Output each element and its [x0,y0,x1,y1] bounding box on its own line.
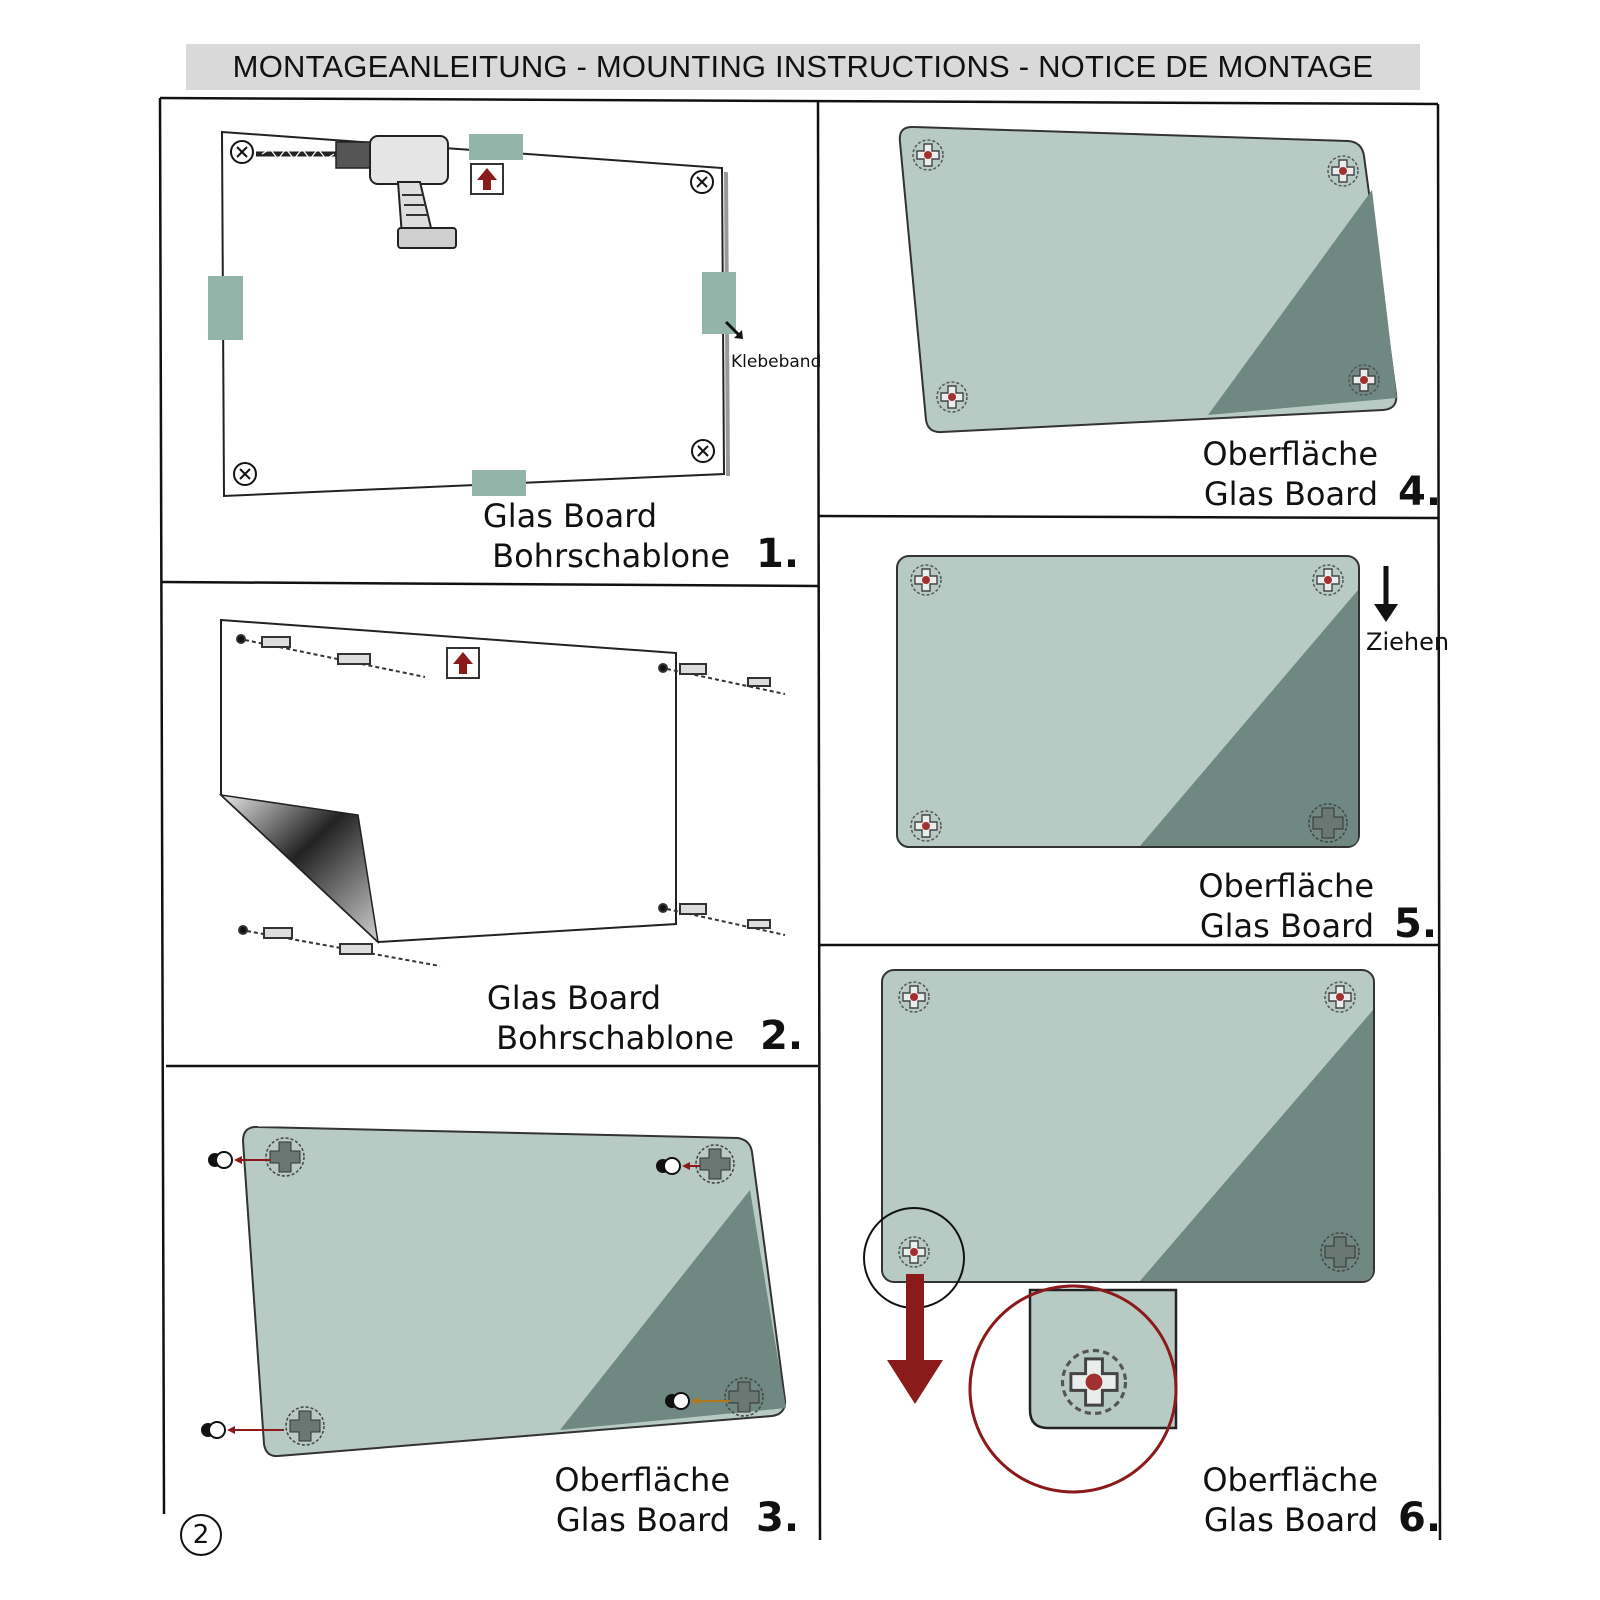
pull-arrow-icon [887,1274,943,1404]
step3-line1: Oberfläche [554,1461,730,1499]
step3-number: 3. [756,1495,800,1541]
step4-line2: Glas Board [1203,475,1378,513]
page-number: 2 [180,1514,222,1556]
step4-line1: Oberfläche [1202,435,1378,473]
step1-annotation: Klebeband [731,352,822,372]
screw-icon [230,140,254,164]
tape-icon [208,276,243,340]
step4-number: 4. [1398,469,1442,515]
step1-line1: Glas Board [482,497,658,535]
step1-number: 1. [756,531,800,577]
peeled-film [218,793,380,945]
screw-pull-arrows [201,1151,730,1439]
magnifier-circle [968,1284,1178,1494]
panel-grid-lines [158,96,1442,1541]
step4-illustration [898,125,1398,434]
pull-arrow-icon [1374,566,1398,622]
step5-line2: Glas Board [1199,907,1374,945]
instructions-title: MONTAGEANLEITUNG - MOUNTING INSTRUCTIONS… [186,44,1420,90]
tape-icon [469,134,523,160]
tape-icon [472,470,526,496]
drill-icon [256,135,457,249]
step2-illustration [218,618,786,967]
up-arrow-icon [470,163,504,195]
step6-line1: Oberfläche [1202,1461,1378,1499]
step2-line1: Glas Board [486,979,662,1017]
step1-illustration [208,130,743,498]
step6-line2: Glas Board [1203,1501,1378,1539]
step5-number: 5. [1394,901,1438,947]
step1-line2: Bohrschablone [492,537,730,575]
step2-number: 2. [760,1013,804,1059]
step5-illustration [896,555,1398,848]
tape-icon [702,272,736,334]
screw-icon [691,439,715,463]
step3-line2: Glas Board [555,1501,730,1539]
step6-illustration [863,969,1375,1494]
step6-number: 6. [1398,1495,1442,1541]
step5-line1: Oberfläche [1198,867,1374,905]
screw-icon [233,462,257,486]
screw-icon [690,170,714,194]
wall-anchor-icon [236,634,786,967]
step2-line2: Bohrschablone [496,1019,734,1057]
step5-annotation: Ziehen [1366,628,1450,656]
up-arrow-icon [446,647,480,679]
step3-illustration [201,1125,787,1458]
